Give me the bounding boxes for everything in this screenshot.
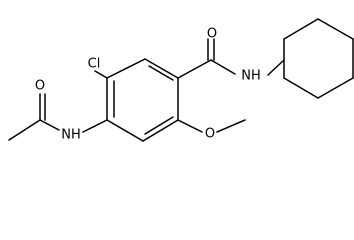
methoxy-methyl-bond — [216, 119, 246, 133]
nh-to-acyl-bond — [39, 119, 60, 131]
methoxy-oxygen-label: O — [205, 127, 215, 142]
chlorine-label: Cl — [88, 57, 101, 72]
cyclohexyl-bond-2 — [283, 18, 319, 40]
amide-oxygen-label: O — [207, 27, 217, 42]
cyclohexyl-bond-3 — [317, 18, 354, 40]
atom-label-layer: Cl NH O O NH O — [35, 27, 261, 143]
ring-bond-4 — [106, 119, 144, 142]
bond-layer — [8, 18, 354, 142]
cyclohexyl-bond-5 — [317, 77, 354, 99]
ring-bond-1-inner — [148, 65, 174, 81]
molecular-structure-diagram: Cl NH O O NH O — [8, 18, 354, 143]
ring-to-nh-bond — [82, 119, 108, 133]
chlorine-bond — [94, 70, 108, 79]
ring-bond-3-inner — [144, 116, 174, 135]
amide-nitrogen-label: NH — [241, 69, 261, 84]
nh-to-cyclohexyl-bond — [267, 59, 285, 76]
amide-carbon-to-nh-bond — [210, 59, 236, 75]
ring-to-amide-carbon-bond — [177, 59, 212, 79]
ring-to-methoxy-oxygen-bond — [177, 119, 203, 133]
ring-bond-1 — [144, 58, 179, 79]
ring-bond-3 — [142, 119, 179, 142]
acetyl-oxygen-label: O — [35, 79, 45, 94]
cyclohexyl-bond-6 — [283, 77, 319, 99]
acyl-methyl-bond — [8, 119, 41, 141]
acetyl-nitrogen-label: NH — [61, 128, 81, 143]
ring-bond-6 — [106, 58, 146, 79]
